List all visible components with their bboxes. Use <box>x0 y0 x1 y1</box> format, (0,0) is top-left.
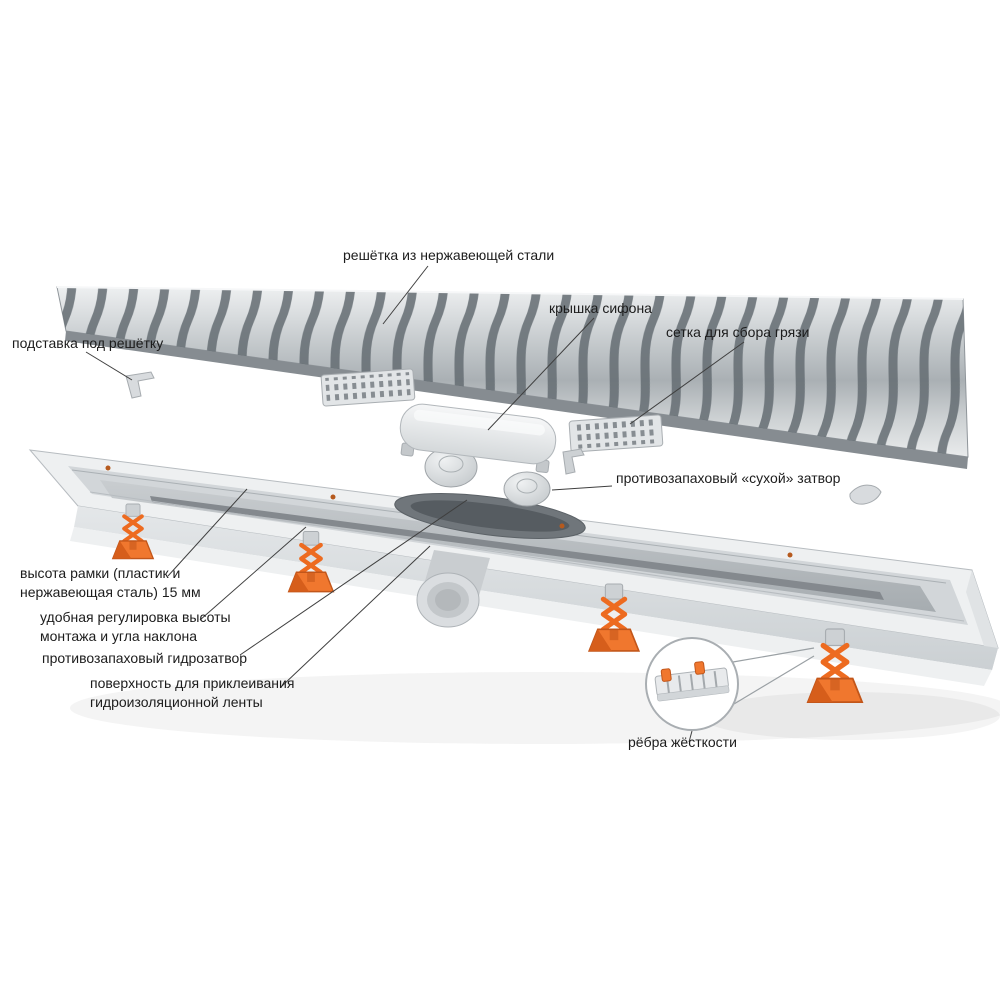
label-dry-trap: противозапаховый «сухой» затвор <box>616 469 840 488</box>
label-siphon-cover: крышка сифона <box>549 299 652 318</box>
label-frame-height-line1: высота рамки (пластик и <box>20 565 181 581</box>
label-frame-height: высота рамки (пластик и нержавеющая стал… <box>20 564 201 602</box>
label-dirt-mesh-text: сетка для сбора грязи <box>666 324 810 340</box>
leader-line-siphon-cover <box>487 317 595 431</box>
rim-screw <box>330 494 336 500</box>
label-tape-surface-line2: гидроизоляционной ленты <box>90 694 263 710</box>
label-height-adjust: удобная регулировка высоты монтажа и угл… <box>40 608 231 646</box>
leader-line-water-trap <box>239 499 468 656</box>
channel-body <box>28 449 999 686</box>
ribs-detail <box>654 661 730 702</box>
label-ribs-text: рёбра жёсткости <box>628 734 737 750</box>
dry-trap-disks <box>424 446 551 507</box>
leader-line-ribs <box>688 730 693 743</box>
label-tape-surface: поверхность для приклеивания гидроизоляц… <box>90 674 294 712</box>
label-siphon-cover-text: крышка сифона <box>549 300 652 316</box>
rim-screw <box>105 465 111 471</box>
label-height-adjust-line2: монтажа и угла наклона <box>40 628 198 644</box>
label-height-adjust-line1: удобная регулировка высоты <box>40 609 231 625</box>
label-frame-height-line2: нержавеющая сталь) 15 мм <box>20 584 201 600</box>
label-grate-stand-text: подставка под решётку <box>12 335 164 351</box>
leader-line-dirt-mesh <box>629 341 745 425</box>
label-water-trap: противозапаховый гидрозатвор <box>42 649 247 668</box>
leader-line-grate <box>382 265 429 325</box>
label-grate: решётка из нержавеющей стали <box>343 246 554 265</box>
grate-stand-bracket <box>125 371 155 399</box>
leader-line-height-adjust <box>199 526 307 621</box>
dirt-mesh-right <box>568 414 664 453</box>
leader-lines <box>85 265 745 743</box>
label-grate-stand: подставка под решётку <box>12 334 163 353</box>
ribs-inset <box>645 637 815 731</box>
label-grate-text: решётка из нержавеющей стали <box>343 247 555 263</box>
leader-line-tape-surface <box>281 545 431 687</box>
grate-wave-slots <box>57 287 968 457</box>
leader-line-grate-stand <box>85 351 133 381</box>
side-clip-bracket <box>849 484 882 505</box>
mesh-hook-bracket <box>562 448 585 475</box>
dirt-mesh-left <box>320 368 416 407</box>
label-ribs: рёбра жёсткости <box>628 733 737 752</box>
rim-screw <box>559 523 565 529</box>
ground-shadow <box>70 672 1000 744</box>
label-dirt-mesh: сетка для сбора грязи <box>666 323 809 342</box>
label-dry-trap-text: противозапаховый «сухой» затвор <box>616 470 841 486</box>
label-water-trap-text: противозапаховый гидрозатвор <box>42 650 248 666</box>
drain-grate <box>56 286 969 469</box>
rib-clip <box>694 661 706 675</box>
leader-line-frame-height <box>167 488 248 577</box>
rib-clip <box>660 668 672 682</box>
rim-screw <box>787 552 793 558</box>
siphon-cover <box>399 403 557 474</box>
label-tape-surface-line1: поверхность для приклеивания <box>90 675 295 691</box>
leader-line-dry-trap <box>551 485 613 491</box>
drain-pipe <box>416 550 490 628</box>
